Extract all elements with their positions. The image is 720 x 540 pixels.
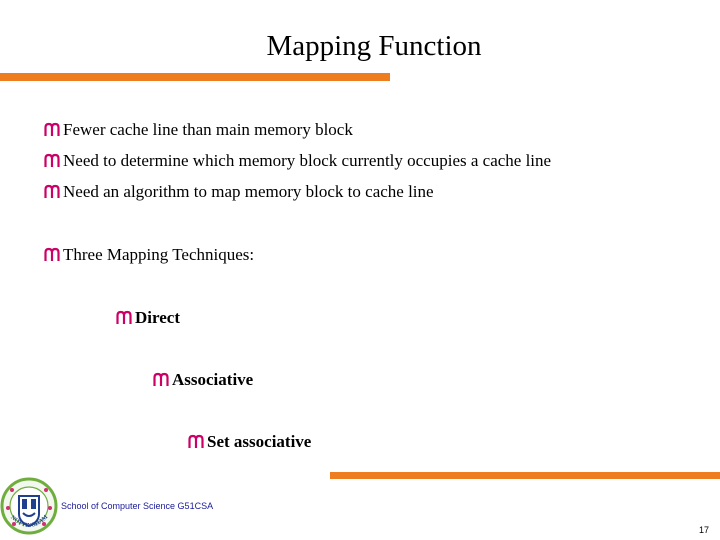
technique-text: Associative [172, 370, 254, 389]
bullet-text: Three Mapping Techniques: [63, 245, 255, 264]
slide-title: Mapping Function [266, 30, 482, 62]
bullet-m-icon [44, 184, 60, 198]
title-underline [0, 73, 390, 81]
footer-underline [330, 472, 720, 479]
bullet-m-icon [44, 153, 60, 167]
bullet-m-icon [116, 310, 132, 324]
bullet-item: Three Mapping Techniques: [44, 243, 254, 267]
bullet-item: Need to determine which memory block cur… [44, 149, 551, 173]
bullet-m-icon [44, 122, 60, 136]
technique-item: Set associative [188, 430, 311, 454]
technique-item: Direct [116, 306, 180, 330]
bullet-m-icon [44, 247, 60, 261]
university-crest-logo: NOTTINGHAM [0, 477, 58, 535]
bullet-text: Fewer cache line than main memory block [63, 120, 353, 139]
technique-text: Set associative [207, 432, 312, 451]
bullet-text: Need to determine which memory block cur… [63, 151, 552, 170]
page-number: 17 [698, 525, 709, 535]
bullet-m-icon [188, 434, 204, 448]
technique-item: Associative [153, 368, 253, 392]
footer-text: School of Computer Science G51CSA [61, 501, 214, 511]
bullet-m-icon [153, 372, 169, 386]
bullet-item: Fewer cache line than main memory block [44, 118, 353, 142]
technique-text: Direct [135, 308, 180, 327]
bullet-item: Need an algorithm to map memory block to… [44, 180, 434, 204]
bullet-text: Need an algorithm to map memory block to… [63, 182, 434, 201]
